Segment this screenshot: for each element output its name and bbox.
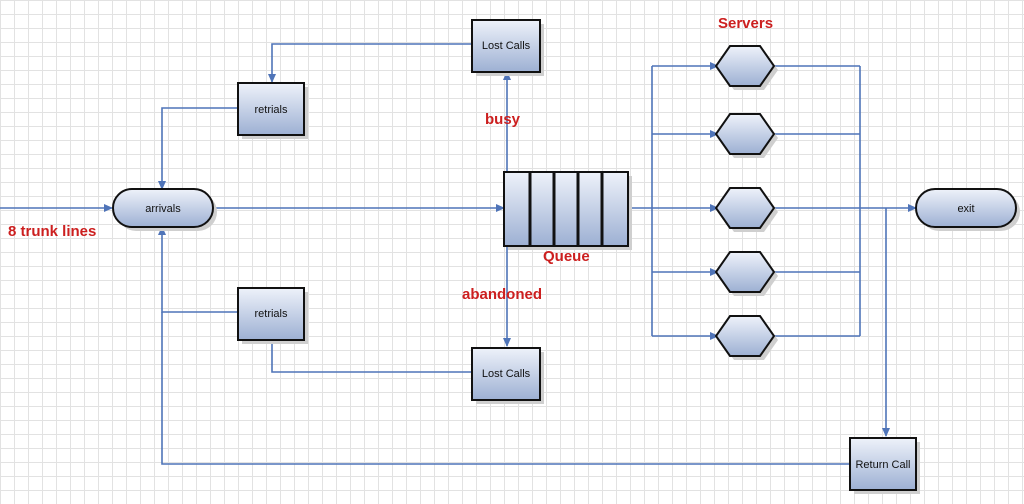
- exit-label: exit: [957, 203, 974, 215]
- trunk-lines-label: 8 trunk lines: [8, 223, 96, 240]
- lost-calls-top-label: Lost Calls: [482, 40, 531, 52]
- retrials-top-label: retrials: [254, 104, 288, 116]
- queue-slots: [528, 172, 604, 246]
- lost-calls-bottom-node[interactable]: Lost Calls: [471, 347, 544, 404]
- edge-retrials-top-to-arrivals: [158, 107, 238, 190]
- retrials-bottom-label: retrials: [254, 308, 288, 320]
- exit-node[interactable]: exit: [915, 188, 1020, 231]
- queue-label: Queue: [543, 248, 590, 265]
- retrials-top-node[interactable]: retrials: [237, 82, 308, 139]
- edges: [0, 43, 917, 465]
- server-4-node[interactable]: [714, 251, 778, 296]
- edge-retrials-bottom-to-arrivals: [158, 226, 238, 313]
- return-call-label: Return Call: [855, 459, 910, 471]
- servers-label: Servers: [718, 15, 773, 32]
- edge-lost-calls-to-retrials-bottom: [268, 335, 472, 373]
- arrivals-label: arrivals: [145, 203, 181, 215]
- server-2-node[interactable]: [714, 113, 778, 158]
- lost-calls-bottom-label: Lost Calls: [482, 368, 531, 380]
- queue-node[interactable]: [503, 171, 632, 250]
- server-5-node[interactable]: [714, 315, 778, 360]
- return-call-node[interactable]: Return Call: [849, 437, 920, 494]
- arrivals-node[interactable]: arrivals: [112, 188, 217, 231]
- edge-lost-calls-to-retrials-top: [268, 43, 472, 83]
- lost-calls-top-node[interactable]: Lost Calls: [471, 19, 544, 76]
- server-1-node[interactable]: [714, 45, 778, 90]
- server-3-node[interactable]: [714, 187, 778, 232]
- busy-label: busy: [485, 111, 521, 128]
- abandoned-label: abandoned: [462, 286, 542, 303]
- edge-return-call-to-arrivals: [161, 312, 850, 465]
- retrials-bottom-node[interactable]: retrials: [237, 287, 308, 344]
